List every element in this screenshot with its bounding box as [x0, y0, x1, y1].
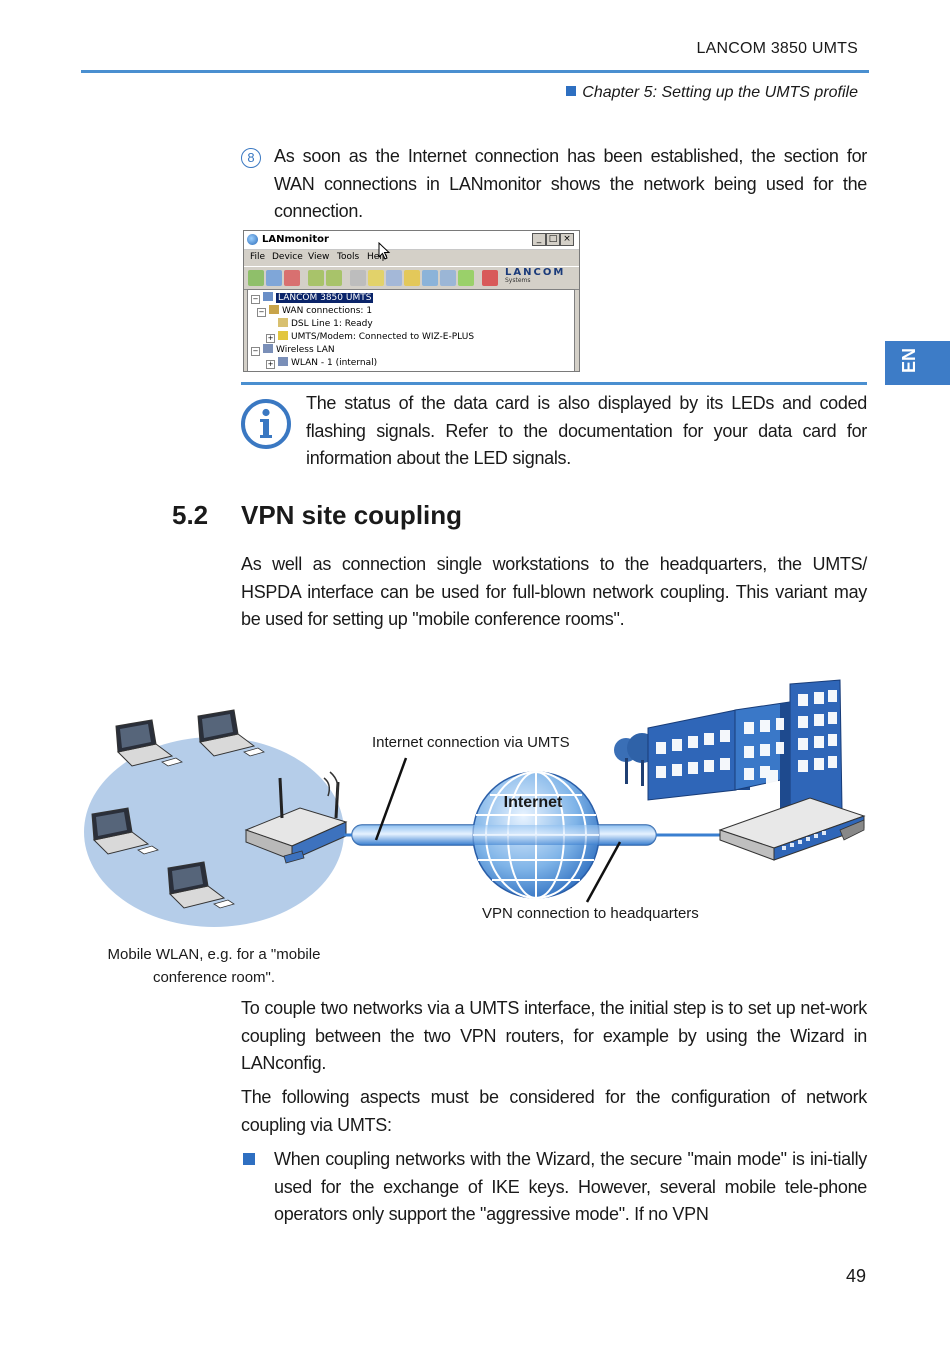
- vpn-coupling-diagram: Internet: [84, 679, 866, 927]
- tree-item-dsl[interactable]: DSL Line 1: Ready: [278, 318, 373, 329]
- toolbar-delete-icon[interactable]: [284, 270, 300, 286]
- dsl-icon: [278, 318, 288, 327]
- toolbar-key-icon[interactable]: [368, 270, 384, 286]
- tree-label-umts: UMTS/Modem: Connected to WIZ-E-PLUS: [291, 332, 475, 342]
- laptop-icon: [91, 807, 159, 855]
- wireless-icon: [263, 344, 273, 353]
- wan-icon: [269, 305, 279, 314]
- toolbar-search-icon[interactable]: [266, 270, 282, 286]
- window-titlebar: LANmonitor _ □ ×: [244, 231, 579, 250]
- laptop-icon: [115, 719, 183, 767]
- tree-item-device[interactable]: − LANCOM 3850 UMTS: [251, 292, 374, 304]
- section-number: 5.2: [172, 500, 209, 530]
- mouse-cursor-icon: [378, 242, 391, 260]
- device-icon: [263, 292, 273, 301]
- toolbar-print-icon[interactable]: [386, 270, 402, 286]
- bullet-item-1: When coupling networks with the Wizard, …: [274, 1149, 867, 1224]
- wlan-router-icon: [244, 771, 348, 864]
- umts-arrow-icon: [278, 331, 288, 340]
- diagram-caption-line2: conference room".: [152, 969, 276, 986]
- window-title: LANmonitor: [262, 234, 329, 245]
- expand-icon[interactable]: +: [266, 360, 275, 369]
- section-intro: As well as connection single workstation…: [241, 554, 867, 629]
- headquarters-building-icon: [647, 679, 843, 821]
- tree-label-device: LANCOM 3850 UMTS: [276, 293, 374, 303]
- menu-tools[interactable]: Tools: [337, 252, 360, 262]
- laptop-icon: [167, 861, 235, 909]
- tree-item-wlan1[interactable]: + WLAN - 1 (internal): [266, 357, 377, 369]
- toolbar-connect-icon[interactable]: [248, 270, 264, 286]
- wireless-icon: [278, 357, 288, 366]
- lanmonitor-app-icon: [247, 234, 258, 245]
- menu-device[interactable]: Device: [272, 252, 303, 262]
- tree-item-umts[interactable]: + UMTS/Modem: Connected to WIZ-E-PLUS: [266, 331, 474, 343]
- internet-globe-icon: [352, 771, 656, 899]
- bullet-square-icon: [243, 1153, 255, 1165]
- toolbar-stop-icon[interactable]: [482, 270, 498, 286]
- toolbar-device2-icon[interactable]: [326, 270, 342, 286]
- menu-help[interactable]: Help: [367, 252, 388, 262]
- menu-file[interactable]: File: [250, 252, 266, 262]
- toolbar-device-icon[interactable]: [308, 270, 324, 286]
- chapter-square-icon: [566, 86, 577, 96]
- body-paragraph-2: The following aspects must be considered…: [241, 1087, 867, 1135]
- collapse-icon[interactable]: −: [257, 308, 266, 317]
- chapter-text: Chapter 5: Setting up the UMTS profile: [582, 84, 858, 101]
- expand-icon[interactable]: +: [266, 334, 275, 343]
- info-note-text: The status of the data card is also disp…: [306, 393, 867, 468]
- toolbar-lock-icon[interactable]: [350, 270, 366, 286]
- step-number-badge: 8: [241, 148, 261, 168]
- tree-item-wan[interactable]: − WAN connections: 1: [257, 305, 372, 317]
- section-title: VPN site coupling: [241, 500, 463, 530]
- tree-label-wlan: Wireless LAN: [276, 345, 335, 355]
- language-tab: EN: [885, 341, 950, 385]
- vpn-pointer-line: [585, 841, 622, 903]
- lancom-logo-text: LANCOM: [505, 267, 566, 278]
- collapse-icon[interactable]: −: [251, 347, 260, 356]
- lancom-logo-sub: Systems: [505, 277, 531, 284]
- info-icon: [241, 399, 291, 449]
- menu-bar: File Device View Tools Help: [244, 250, 579, 264]
- umts-pointer-line: [374, 757, 408, 841]
- collapse-icon[interactable]: −: [251, 295, 260, 304]
- header-rule: [81, 70, 869, 73]
- close-button[interactable]: ×: [560, 233, 574, 246]
- toolbar-settings-icon[interactable]: [458, 270, 474, 286]
- tree-item-wlan[interactable]: − Wireless LAN: [251, 344, 335, 356]
- running-header-title: LANCOM 3850 UMTS: [696, 40, 858, 57]
- diagram-caption: Mobile WLAN, e.g. for a "mobile conferen…: [94, 943, 334, 989]
- menu-view[interactable]: View: [308, 252, 330, 262]
- page-number: 49: [845, 1266, 866, 1286]
- toolbar-monitor-icon[interactable]: [422, 270, 438, 286]
- tree-label-wan: WAN connections: 1: [282, 306, 373, 316]
- running-header-chapter: Chapter 5: Setting up the UMTS profile: [566, 84, 858, 102]
- lanmonitor-screenshot: LANmonitor _ □ × File Device View Tools …: [243, 230, 580, 372]
- minimize-button[interactable]: _: [532, 233, 546, 246]
- tree-label-dsl: DSL Line 1: Ready: [291, 319, 373, 329]
- language-tab-label: EN: [899, 347, 919, 373]
- toolbar-sound-icon[interactable]: [404, 270, 420, 286]
- step-text: As soon as the Internet connection has b…: [274, 146, 867, 221]
- maximize-button[interactable]: □: [546, 233, 560, 246]
- laptop-icon: [197, 709, 265, 757]
- diagram-caption-line1: Mobile WLAN, e.g. for a "mobile: [107, 946, 321, 963]
- tree-label-wlan1: WLAN - 1 (internal): [291, 358, 378, 368]
- device-tree: − LANCOM 3850 UMTS − WAN connections: 1 DS…: [247, 289, 575, 371]
- body-paragraph-1: To couple two networks via a UMTS interf…: [241, 998, 867, 1073]
- info-rule: [241, 382, 867, 385]
- internet-label: Internet: [504, 794, 563, 811]
- toolbar-refresh-icon[interactable]: [440, 270, 456, 286]
- vpn-gateway-router-icon: [718, 797, 866, 861]
- vpn-connection-label: VPN connection to headquarters: [482, 905, 699, 922]
- umts-connection-label: Internet connection via UMTS: [372, 734, 570, 751]
